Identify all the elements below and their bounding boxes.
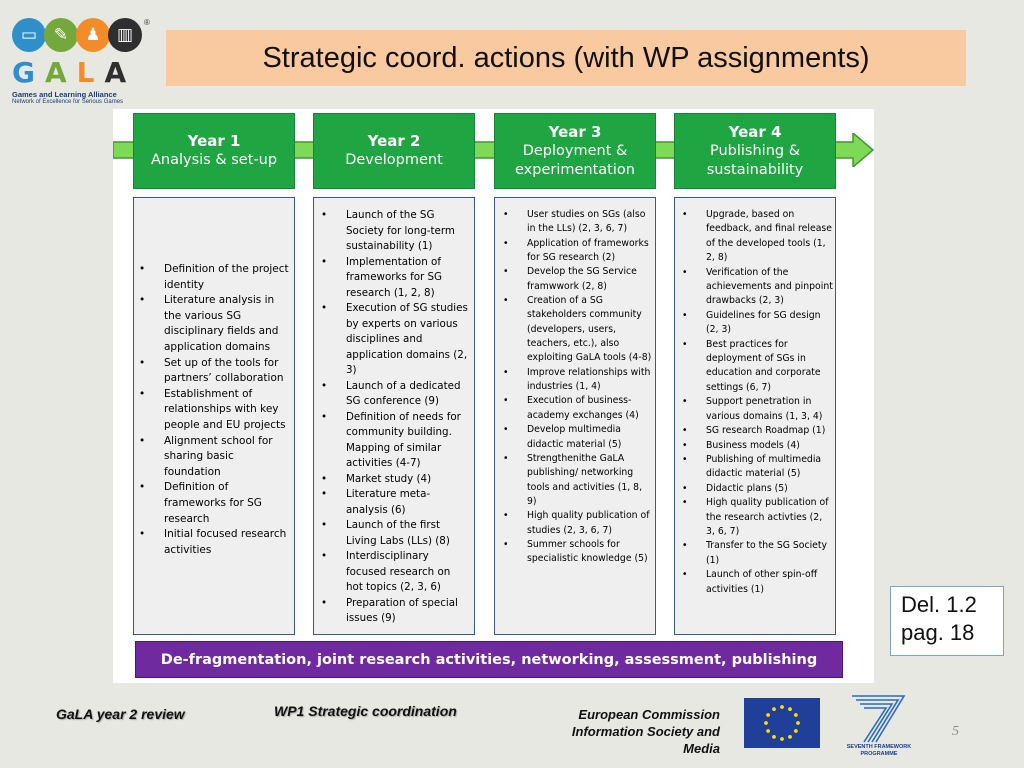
list-item: Verification of the achievements and pin… bbox=[682, 266, 833, 309]
list-item: Interdisciplinary focused research on ho… bbox=[321, 549, 470, 596]
list-item: Develop multimedia didactic material (5) bbox=[503, 423, 653, 452]
list-item: Definition of the project identity bbox=[139, 262, 290, 293]
list-item: Definition of frameworks for SG research bbox=[139, 480, 290, 527]
slide-title-box: Strategic coord. actions (with WP assign… bbox=[166, 30, 966, 86]
list-item: Set up of the tools for partners’ collab… bbox=[139, 356, 290, 387]
list-item: Implementation of frameworks for SG rese… bbox=[321, 255, 470, 302]
list-item: Didactic plans (5) bbox=[682, 482, 833, 497]
footer-commission-line3: Media bbox=[683, 741, 720, 756]
list-item: Upgrade, based on feedback, and final re… bbox=[682, 208, 833, 266]
cross-cutting-activities-bar: De-fragmentation, joint research activit… bbox=[135, 641, 843, 678]
year-4-list: Upgrade, based on feedback, and final re… bbox=[675, 198, 835, 597]
monitor-icon: ▭ bbox=[12, 18, 46, 52]
year-1-list: Definition of the project identity Liter… bbox=[134, 198, 294, 558]
year-3-activities: User studies on SGs (also in the LLs) (2… bbox=[494, 197, 656, 635]
year-1-subtitle: Analysis & set-up bbox=[150, 152, 278, 168]
logo-subtagline: Network of Excellence for Serious Games bbox=[12, 99, 124, 105]
list-item: Literature meta-analysis (6) bbox=[321, 487, 470, 518]
list-item: Improve relationships with industries (1… bbox=[503, 366, 653, 395]
list-item: Launch of the SG Society for long-term s… bbox=[321, 208, 470, 255]
list-item: Initial focused research activities bbox=[139, 527, 290, 558]
list-item: Literature analysis in the various SG di… bbox=[139, 293, 290, 355]
logo-wordmark: GALA bbox=[12, 56, 137, 89]
list-item: Best practices for deployment of SGs in … bbox=[682, 338, 833, 396]
deliverable-number: Del. 1.2 bbox=[901, 592, 977, 617]
year-1-label: Year 1 bbox=[187, 132, 241, 150]
list-item: Establishment of relationships with key … bbox=[139, 387, 290, 434]
list-item: Application of frameworks for SG researc… bbox=[503, 237, 653, 266]
list-item: Preparation of special issues (9) bbox=[321, 596, 470, 627]
book-icon: ▥ bbox=[108, 18, 142, 52]
year-1-activities: Definition of the project identity Liter… bbox=[133, 197, 295, 635]
year-2-list: Launch of the SG Society for long-term s… bbox=[314, 198, 474, 627]
list-item: Publishing of multimedia didactic materi… bbox=[682, 453, 833, 482]
footer-wp-label: WP1 Strategic coordination bbox=[274, 703, 457, 719]
list-item: Definition of needs for community buildi… bbox=[321, 410, 470, 472]
timeline-diagram: Year 1 Analysis & set-up Year 2 Developm… bbox=[113, 109, 874, 683]
footer-review-label: GaLA year 2 review bbox=[56, 706, 185, 722]
list-item: Market study (4) bbox=[321, 472, 470, 488]
footer-commission-line2: Information Society and bbox=[571, 724, 720, 739]
year-4-subtitle-line1: Publishing & bbox=[709, 142, 801, 159]
year-3-subtitle-line2: experimentation bbox=[515, 161, 635, 178]
registered-mark: ® bbox=[144, 18, 150, 27]
list-item: Business models (4) bbox=[682, 439, 833, 454]
list-item: Transfer to the SG Society (1) bbox=[682, 539, 833, 568]
year-3-label: Year 3 bbox=[548, 122, 602, 141]
year-2-activities: Launch of the SG Society for long-term s… bbox=[313, 197, 475, 635]
year-4-label: Year 4 bbox=[728, 122, 782, 141]
footer-commission: European Commission Information Society … bbox=[520, 706, 720, 757]
footer-commission-line1: European Commission bbox=[578, 707, 720, 722]
year-4-header: Year 4 Publishing & sustainability bbox=[674, 113, 836, 189]
list-item: Execution of SG studies by experts on va… bbox=[321, 301, 470, 379]
list-item: Support penetration in various domains (… bbox=[682, 395, 833, 424]
list-item: Develop the SG Service framwwork (2, 8) bbox=[503, 265, 653, 294]
list-item: High quality publication of the research… bbox=[682, 496, 833, 539]
year-2-subtitle: Development bbox=[345, 152, 443, 168]
list-item: High quality publication of studies (2, … bbox=[503, 509, 653, 538]
list-item: Creation of a SG stakeholders community … bbox=[503, 294, 653, 366]
page-number: 5 bbox=[952, 724, 959, 739]
year-3-list: User studies on SGs (also in the LLs) (2… bbox=[495, 198, 655, 567]
list-item: Launch of other spin-off activities (1) bbox=[682, 568, 833, 597]
deliverable-page: pag. 18 bbox=[901, 620, 975, 645]
slide-title: Strategic coord. actions (with WP assign… bbox=[262, 41, 870, 74]
year-2-label: Year 2 bbox=[367, 132, 421, 150]
logo-tagline: Games and Learning Alliance bbox=[12, 90, 117, 99]
gala-logo: ▭ ✎ ♟ ▥ ® GALA Games and Learning Allian… bbox=[8, 14, 150, 106]
list-item: Alignment school for sharing basic found… bbox=[139, 434, 290, 481]
eu-flag-icon bbox=[744, 698, 820, 748]
list-item: User studies on SGs (also in the LLs) (2… bbox=[503, 208, 653, 237]
deliverable-reference: Del. 1.2 pag. 18 bbox=[890, 586, 1004, 656]
joystick-icon: ♟ bbox=[76, 18, 110, 52]
list-item: Launch of the first Living Labs (LLs) (8… bbox=[321, 518, 470, 549]
pen-icon: ✎ bbox=[44, 18, 78, 52]
list-item: Strengthenithe GaLA publishing/ networki… bbox=[503, 452, 653, 509]
year-2-header: Year 2 Development bbox=[313, 113, 475, 189]
list-item: Guidelines for SG design (2, 3) bbox=[682, 309, 833, 338]
logo-icon-circles: ▭ ✎ ♟ ▥ ® bbox=[12, 18, 150, 58]
year-1-header: Year 1 Analysis & set-up bbox=[133, 113, 295, 189]
year-3-subtitle-line1: Deployment & bbox=[522, 142, 628, 159]
list-item: Execution of business-academy exchanges … bbox=[503, 394, 653, 423]
fp7-label: SEVENTH FRAMEWORK PROGRAMME bbox=[846, 744, 912, 757]
year-4-subtitle-line2: sustainability bbox=[706, 161, 804, 178]
fp7-logo-icon bbox=[852, 695, 906, 743]
year-4-activities: Upgrade, based on feedback, and final re… bbox=[674, 197, 836, 635]
list-item: Launch of a dedicated SG conference (9) bbox=[321, 379, 470, 410]
list-item: SG research Roadmap (1) bbox=[682, 424, 833, 439]
list-item: Summer schools for specialistic knowledg… bbox=[503, 538, 653, 567]
year-3-header: Year 3 Deployment & experimentation bbox=[494, 113, 656, 189]
